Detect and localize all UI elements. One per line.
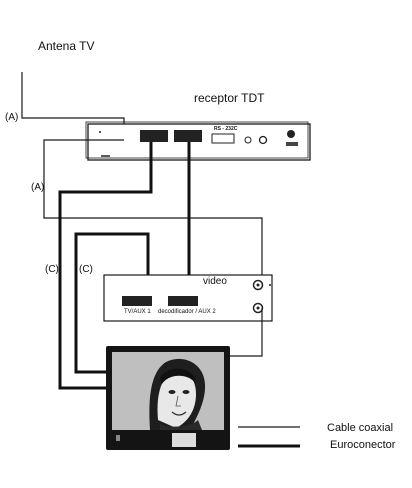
video-recorder — [103, 274, 273, 322]
euro-cable-c — [74, 232, 150, 374]
television — [106, 346, 230, 450]
vcr-scart-aux1 — [122, 296, 152, 306]
receiver-power-port — [287, 130, 295, 138]
receiver-coax-in — [244, 136, 252, 144]
cable-c-right-label: (C) — [79, 264, 93, 275]
receiver-coax-out — [258, 135, 268, 145]
euro-cable-receiver-tv — [58, 142, 153, 390]
legend-euro-label: Euroconector — [330, 439, 396, 451]
port-decoder-aux2-label: decodificador / AUX 2 — [158, 309, 216, 315]
cable-a-top-label: (A) — [5, 112, 19, 123]
antenna-coax-cable — [21, 72, 125, 132]
video-label: video — [203, 276, 227, 287]
tv-power-indicator — [116, 435, 120, 441]
vcr-scart-aux2 — [168, 296, 198, 306]
cable-a-mid-label: (A) — [31, 182, 45, 193]
coax-cable-a — [43, 139, 263, 282]
receiver-label: receptor TDT — [194, 91, 265, 105]
receiver-scart-1 — [140, 130, 168, 142]
receiver-scart-2 — [174, 130, 202, 142]
tv-control-panel — [172, 433, 196, 447]
rs232-label: RS - 232C — [214, 126, 238, 132]
legend-coax-label: Cable coaxial — [327, 422, 394, 434]
cable-c-left-label: (C) — [45, 264, 59, 275]
antenna-label: Antena TV — [38, 39, 95, 53]
coax-cable-vcr-tv — [224, 308, 263, 357]
port-tv-aux1-label: TV/AUX 1 — [124, 309, 151, 315]
rs232-port — [211, 133, 235, 144]
tdt-receiver — [85, 121, 311, 161]
face-image — [112, 352, 224, 430]
vcr-coax-in — [252, 279, 264, 291]
